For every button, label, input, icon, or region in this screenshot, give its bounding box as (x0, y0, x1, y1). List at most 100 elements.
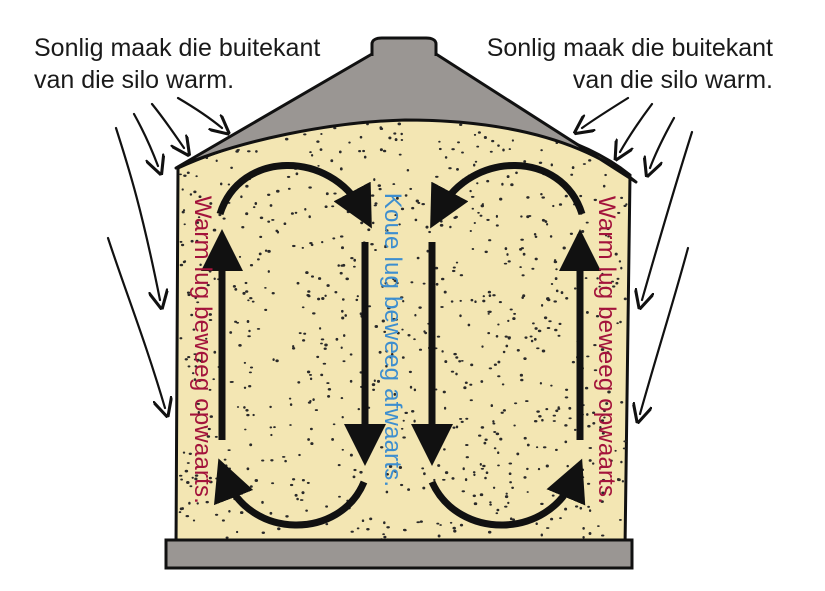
grain-dot (540, 192, 543, 196)
grain-dot (541, 218, 545, 222)
grain-dot (371, 383, 376, 387)
grain-dot (192, 519, 196, 522)
grain-dot (409, 385, 413, 389)
grain-dot (472, 494, 476, 498)
grain-dot (534, 257, 538, 261)
grain-dot (566, 464, 569, 468)
grain-dot (326, 382, 330, 385)
grain-dot (340, 264, 344, 267)
silo-roof (174, 52, 638, 184)
grain-dot (214, 513, 219, 516)
grain-dot (308, 215, 311, 219)
grain-dot (489, 150, 493, 153)
grain-dot (285, 515, 289, 518)
grain-dot (552, 420, 556, 422)
grain-dot (292, 244, 296, 248)
grain-dot (451, 148, 455, 151)
grain-dot (501, 383, 505, 386)
grain-dot (480, 426, 485, 429)
grain-dot (343, 334, 346, 337)
roof-cap (370, 36, 438, 56)
grain-dot (449, 521, 453, 524)
grain-dot (385, 349, 388, 353)
grain-dot (476, 145, 480, 148)
grain-dot (402, 299, 405, 303)
grain-dot (496, 508, 500, 512)
grain-dot (359, 312, 362, 316)
grain-dot (388, 136, 392, 140)
grain-dot (290, 212, 294, 215)
grain-dot (327, 388, 332, 391)
grain-dot (267, 270, 270, 273)
grain-dot (357, 442, 361, 445)
grain-dot (615, 281, 619, 285)
grain-dot (370, 242, 374, 246)
grain-dot (439, 524, 442, 526)
grain-dot (275, 359, 279, 363)
grain-dot (526, 491, 529, 493)
grain-dot (593, 344, 597, 347)
grain-dot (513, 402, 518, 405)
grain-dot (193, 358, 197, 361)
grain-dot (580, 230, 585, 233)
grain-dot (337, 264, 340, 267)
grain-dot (247, 335, 251, 338)
grain-dot (467, 323, 471, 327)
grain-dot (247, 150, 251, 153)
grain-dot (488, 239, 492, 242)
grain-dot (353, 258, 357, 262)
grain-dot (586, 413, 589, 416)
grain-dot (607, 390, 611, 394)
grain-dot (554, 328, 558, 332)
grain-dot (319, 148, 323, 151)
grain-dot (400, 138, 404, 142)
grain-dot (564, 440, 568, 444)
grain-dot (495, 512, 499, 515)
grain-dot (393, 392, 397, 396)
grain-dot (384, 245, 387, 249)
grain-dot (558, 322, 562, 326)
grain-dot (333, 127, 337, 130)
grain-dot (503, 262, 508, 265)
grain-dot (507, 501, 510, 505)
grain-dot (350, 530, 354, 533)
grain-dot (614, 449, 617, 452)
grain-dot (243, 386, 247, 389)
grain-dot (433, 478, 436, 482)
grain-dot (469, 189, 472, 193)
grain-dot (448, 167, 452, 170)
grain-dot (341, 448, 344, 451)
grain-dot (232, 285, 236, 288)
grain-dot (470, 195, 475, 198)
grain-dot (261, 459, 265, 462)
grain-dot (565, 258, 568, 261)
grain-dot (304, 207, 307, 211)
grain-dot (200, 320, 204, 324)
grain-dot (619, 320, 622, 324)
grain-dot (236, 148, 240, 151)
grain-dot (302, 339, 306, 342)
grain-dot (245, 212, 249, 216)
grain-dot (327, 395, 331, 398)
grain-dot (548, 320, 552, 323)
grain-dot (238, 255, 242, 258)
grain-dot (381, 285, 384, 288)
grain-dot (231, 380, 234, 383)
grain-dot (552, 204, 555, 208)
grain-dot (487, 332, 491, 335)
grain-dot (396, 331, 400, 335)
grain-dot (438, 147, 442, 151)
grain-dot (388, 465, 393, 468)
grain-dot (505, 492, 508, 495)
grain-dot (357, 407, 361, 411)
grain-dot (342, 360, 346, 363)
grain-dot (223, 458, 227, 461)
grain-dot (419, 520, 423, 523)
grain-dot (360, 221, 364, 225)
grain-dot (411, 409, 415, 413)
grain-dot (479, 214, 483, 217)
grain-dot (483, 136, 487, 139)
grain-dot (531, 267, 535, 270)
grain-dot (507, 336, 511, 339)
grain-dot (532, 322, 535, 325)
